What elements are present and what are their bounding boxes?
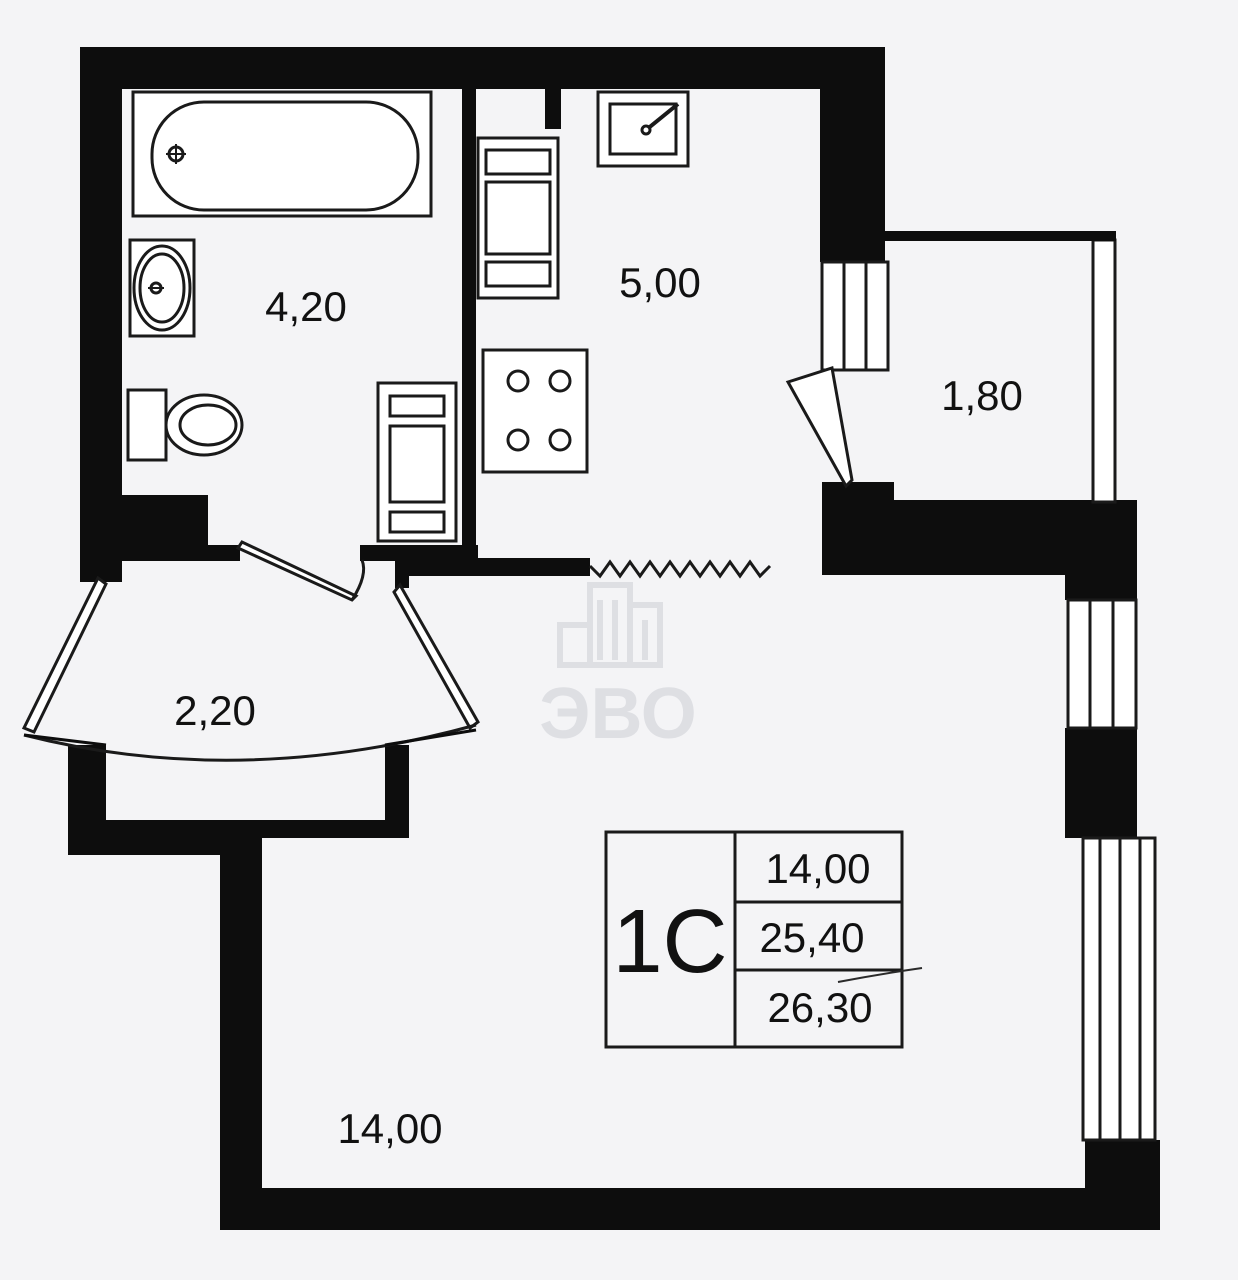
- wall-hall-bottom-right: [262, 820, 409, 838]
- kitchen-area-label: 5,00: [619, 259, 701, 306]
- door-hall: [392, 582, 480, 731]
- zigzag-divider: [588, 559, 772, 579]
- wall-right-facade: [1065, 575, 1137, 600]
- wall-door-jamb: [395, 558, 409, 588]
- building-icon: [557, 582, 663, 668]
- fixtures: [126, 90, 690, 543]
- window-living-upper: [1066, 598, 1138, 730]
- doors: [21, 366, 854, 762]
- kitchen-sink-icon: [596, 90, 690, 168]
- summary-living-area: 14,00: [765, 845, 870, 892]
- wall-balcony-bottom: [822, 500, 1137, 575]
- windows: [820, 238, 1157, 1142]
- door-balcony: [785, 366, 854, 489]
- window-kitchen: [820, 260, 890, 372]
- wall-kitchen-bottom: [395, 558, 590, 576]
- watermark-text: ЭВО: [539, 674, 696, 754]
- room-labels: 4,20 5,00 1,80 2,20 14,00: [174, 259, 1023, 1152]
- summary-total-with-balcony: 26,30: [767, 984, 872, 1031]
- wall-kitchen-stub: [545, 89, 561, 129]
- wall-right-pier: [1065, 728, 1137, 838]
- summary-total-area: 25,40: [759, 914, 864, 961]
- toilet-icon: [126, 388, 244, 462]
- wall-bathroom-bottom-right: [360, 545, 478, 561]
- window-living-lower: [1081, 836, 1157, 1142]
- wall-bathroom-left: [80, 47, 122, 582]
- handwritten-mark: [837, 967, 923, 983]
- watermark-logo: ЭВО: [539, 582, 697, 754]
- bathtub-icon: [131, 90, 433, 218]
- fridge-icon: [476, 136, 560, 300]
- apartment-type-label: 1С: [612, 892, 727, 992]
- window-balcony-glazing: [1091, 238, 1117, 504]
- wall-bottom: [220, 1188, 1160, 1230]
- balcony-area-label: 1,80: [941, 372, 1023, 419]
- walls: [68, 47, 1160, 1230]
- wall-hall-bottom: [68, 820, 262, 855]
- hallway-area-label: 2,20: [174, 687, 256, 734]
- door-bathroom: [235, 540, 366, 602]
- wall-partition-vertical: [462, 89, 476, 559]
- hallway-outline: [23, 728, 477, 747]
- bathroom-area-label: 4,20: [265, 283, 347, 330]
- area-summary-table: 1С 14,00 25,40 26,30: [604, 830, 923, 1049]
- washing-machine-icon: [376, 381, 458, 543]
- wall-living-left: [220, 838, 262, 1230]
- wall-kitchen-right: [820, 47, 885, 262]
- wall-shaft: [110, 495, 208, 550]
- wall-top: [95, 47, 885, 89]
- washbasin-icon: [128, 238, 196, 338]
- living-area-label: 14,00: [337, 1105, 442, 1152]
- stove-icon: [481, 348, 589, 474]
